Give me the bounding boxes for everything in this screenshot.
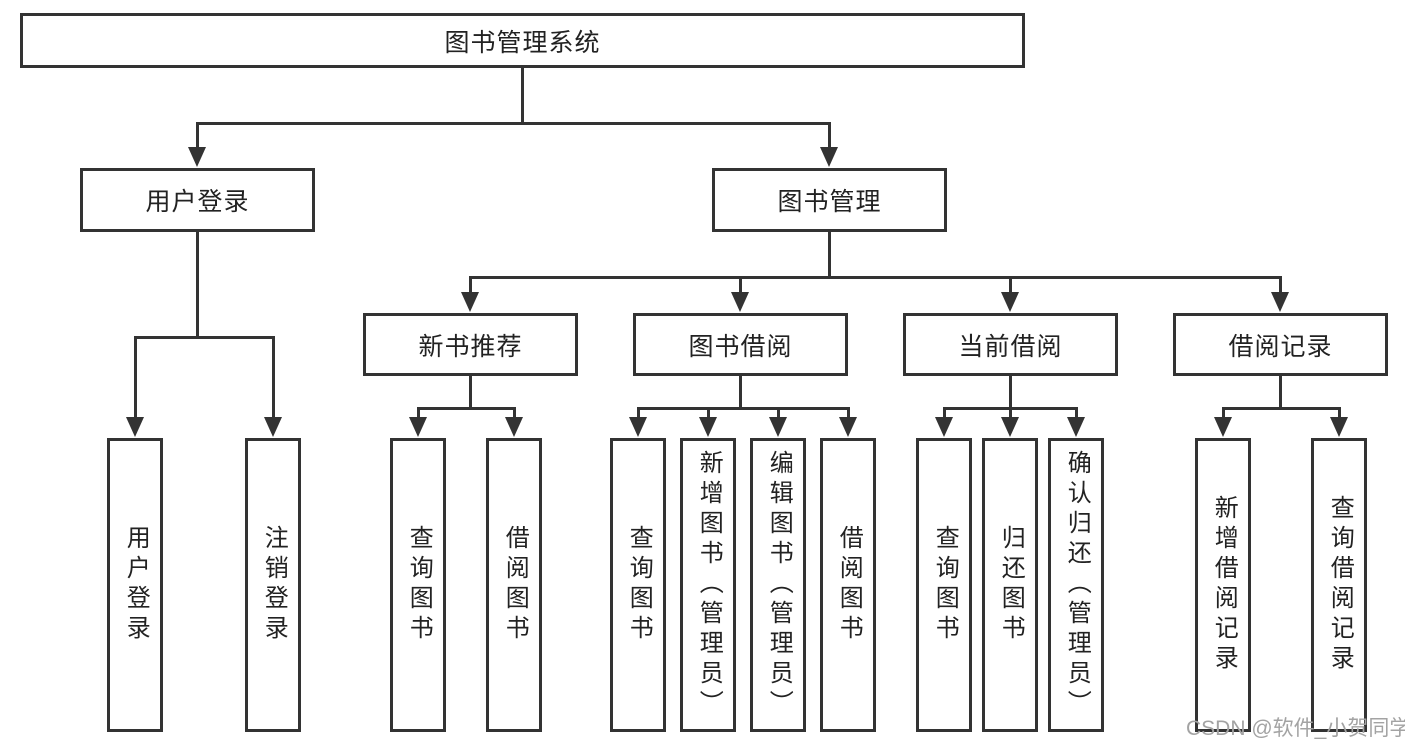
connector-rail bbox=[1222, 407, 1341, 410]
arrow-down-icon bbox=[629, 417, 647, 437]
leaf-confirm-return-admin: 确认归还（管理员） bbox=[1048, 438, 1104, 732]
connector-drop bbox=[417, 407, 420, 419]
connector-rail bbox=[134, 336, 275, 339]
arrow-down-icon bbox=[461, 292, 479, 312]
connector-drop bbox=[469, 276, 472, 294]
connector-drop bbox=[1338, 407, 1341, 419]
connector-stem bbox=[828, 232, 831, 279]
node-borrow-records: 借阅记录 bbox=[1173, 313, 1388, 376]
connector-rail bbox=[196, 122, 831, 125]
node-new-book-recommend: 新书推荐 bbox=[363, 313, 578, 376]
leaf-query-books-3: 查询图书 bbox=[916, 438, 972, 732]
leaf-query-books-1: 查询图书 bbox=[390, 438, 446, 732]
connector-stem bbox=[739, 376, 742, 410]
arrow-down-icon bbox=[839, 417, 857, 437]
connector-drop bbox=[777, 407, 780, 419]
arrow-down-icon bbox=[409, 417, 427, 437]
arrow-down-icon bbox=[505, 417, 523, 437]
leaf-add-borrow-record: 新增借阅记录 bbox=[1195, 438, 1251, 732]
connector-drop bbox=[739, 276, 742, 294]
connector-drop bbox=[513, 407, 516, 419]
connector-drop bbox=[828, 122, 831, 149]
connector-drop bbox=[847, 407, 850, 419]
connector-stem bbox=[196, 232, 199, 339]
arrow-down-icon bbox=[769, 417, 787, 437]
arrow-down-icon bbox=[820, 147, 838, 167]
arrow-down-icon bbox=[1001, 292, 1019, 312]
node-book-management: 图书管理 bbox=[712, 168, 947, 232]
connector-stem bbox=[469, 376, 472, 410]
connector-rail bbox=[469, 276, 1282, 279]
node-user-login: 用户登录 bbox=[80, 168, 315, 232]
arrow-down-icon bbox=[1067, 417, 1085, 437]
connector-rail bbox=[637, 407, 850, 410]
node-current-borrow: 当前借阅 bbox=[903, 313, 1118, 376]
leaf-borrow-books-1: 借阅图书 bbox=[486, 438, 542, 732]
leaf-return-books: 归还图书 bbox=[982, 438, 1038, 732]
node-book-borrow: 图书借阅 bbox=[633, 313, 848, 376]
arrow-down-icon bbox=[1001, 417, 1019, 437]
arrow-down-icon bbox=[264, 417, 282, 437]
connector-drop bbox=[707, 407, 710, 419]
leaf-query-books-2: 查询图书 bbox=[610, 438, 666, 732]
arrow-down-icon bbox=[188, 147, 206, 167]
arrow-down-icon bbox=[126, 417, 144, 437]
connector-drop bbox=[1279, 276, 1282, 294]
leaf-add-books-admin: 新增图书（管理员） bbox=[680, 438, 736, 732]
connector-drop bbox=[943, 407, 946, 419]
arrow-down-icon bbox=[1271, 292, 1289, 312]
arrow-down-icon bbox=[1330, 417, 1348, 437]
connector-drop bbox=[637, 407, 640, 419]
connector-rail bbox=[417, 407, 516, 410]
leaf-edit-books-admin: 编辑图书（管理员） bbox=[750, 438, 806, 732]
leaf-borrow-books-2: 借阅图书 bbox=[820, 438, 876, 732]
connector-drop bbox=[1009, 276, 1012, 294]
leaf-logout: 注销登录 bbox=[245, 438, 301, 732]
arrow-down-icon bbox=[935, 417, 953, 437]
csdn-watermark: CSDN @软件_小贺同学 bbox=[1186, 717, 1405, 740]
connector-drop bbox=[1075, 407, 1078, 419]
connector-drop bbox=[1009, 407, 1012, 419]
connector-stem bbox=[1279, 376, 1282, 410]
connector-drop bbox=[196, 122, 199, 149]
connector-drop bbox=[272, 336, 275, 419]
arrow-down-icon bbox=[731, 292, 749, 312]
arrow-down-icon bbox=[699, 417, 717, 437]
connector-stem bbox=[521, 68, 524, 125]
leaf-query-borrow-record: 查询借阅记录 bbox=[1311, 438, 1367, 732]
connector-drop bbox=[1222, 407, 1225, 419]
node-library-management-system: 图书管理系统 bbox=[20, 13, 1025, 68]
arrow-down-icon bbox=[1214, 417, 1232, 437]
connector-drop bbox=[134, 336, 137, 419]
leaf-user-login: 用户登录 bbox=[107, 438, 163, 732]
connector-stem bbox=[1009, 376, 1012, 410]
